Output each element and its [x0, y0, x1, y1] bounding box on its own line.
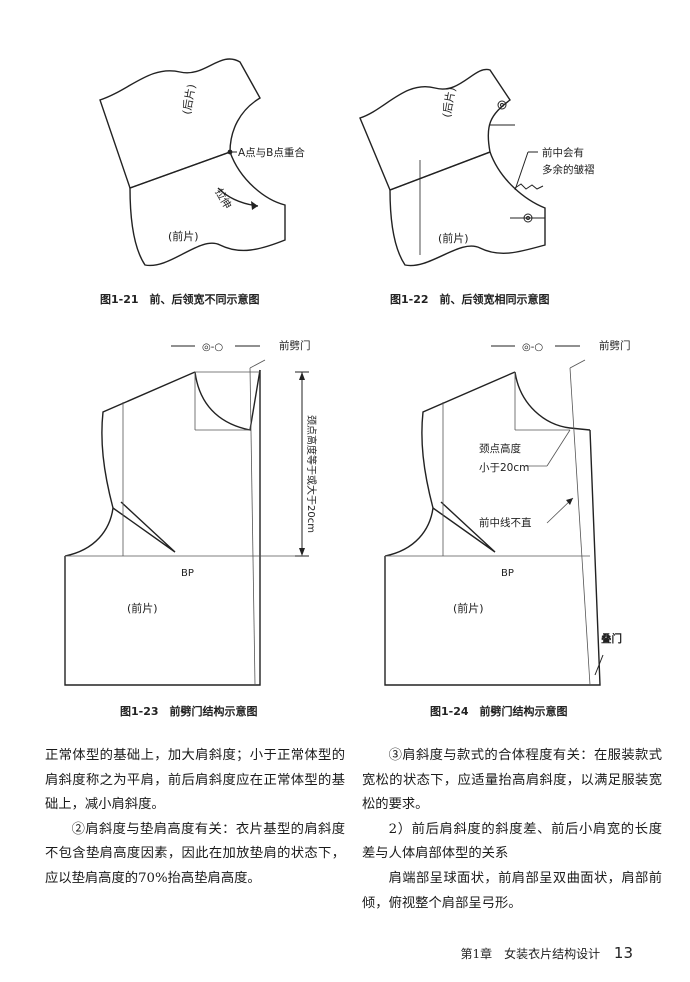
fig21-front-label: (前片) [168, 229, 199, 243]
figure-1-24-caption: 图1-24 前劈门结构示意图 [430, 705, 568, 718]
fig22-front-label: (前片) [438, 231, 469, 245]
left-paragraph-2: ②肩斜度与垫肩高度有关：衣片基型的肩斜度不包含垫肩高度因素，因此在加放垫肩的状态… [45, 821, 345, 886]
fig24-height-label-line2: 小于20cm [479, 462, 529, 474]
fig22-annotation-line2: 多余的皱褶 [542, 163, 595, 176]
fig22-annotation-line1: 前中会有 [542, 146, 584, 159]
fig23-mark-symbol: ◎-○ [202, 342, 223, 353]
fig24-top-label: 前劈门 [599, 339, 631, 352]
page-footer: 第1章 女装衣片结构设计 13 [460, 944, 633, 962]
fig24-front-label: (前片) [453, 601, 484, 615]
figure-1-23: ◎-○ 前劈门 颈点高度等于或大于20cm BP (前片) [55, 330, 325, 690]
figure-1-21-caption: 图1-21 前、后领宽不同示意图 [100, 293, 260, 306]
fig24-mark-symbol: ◎-○ [522, 342, 543, 353]
fig22-back-label: (后片) [440, 86, 458, 118]
fig24-overlap-label: 叠门 [601, 632, 622, 645]
right-paragraph-3: 肩端部呈球面状，前肩部呈双曲面状，肩部前倾，俯视整个肩部呈弓形。 [362, 870, 662, 911]
text-column-left: 正常体型的基础上，加大肩斜度；小于正常体型的肩斜度称之为平肩，前后肩斜度应在正常… [45, 744, 345, 892]
figure-1-23-drawing: ◎-○ 前劈门 颈点高度等于或大于20cm BP (前片) [64, 339, 318, 686]
fig24-bp-label: BP [501, 568, 514, 579]
chapter-title: 第1章 女装衣片结构设计 [460, 947, 601, 961]
figure-1-22-caption: 图1-22 前、后领宽相同示意图 [390, 293, 550, 306]
right-paragraph-2: 2）前后肩斜度的斜度差、前后小肩宽的长度差与人体肩部体型的关系 [362, 821, 662, 862]
figure-1-23-caption: 图1-23 前劈门结构示意图 [120, 705, 258, 718]
figure-1-22-drawing: (后片) (前片) 前中会有 多余的皱褶 [359, 68, 595, 267]
fig23-vertical-label: 颈点高度等于或大于20cm [305, 415, 318, 533]
fig23-bp-label: BP [181, 568, 194, 579]
left-paragraph-1: 正常体型的基础上，加大肩斜度；小于正常体型的肩斜度称之为平肩，前后肩斜度应在正常… [45, 748, 345, 813]
fig24-height-label-line1: 颈点高度 [479, 442, 521, 455]
fig24-center-line-label: 前中线不直 [479, 516, 532, 529]
fig21-annotation: A点与B点重合 [238, 146, 305, 159]
figure-1-22: (后片) (前片) 前中会有 多余的皱褶 [350, 40, 630, 280]
fig23-top-label: 前劈门 [279, 339, 311, 352]
figure-1-24: ◎-○ 前劈门 颈点高度 小于20cm 前中线不直 BP (前片) 叠门 [375, 330, 640, 690]
text-column-right: ③肩斜度与款式的合体程度有关：在服装款式宽松的状态下，应适量抬高肩斜度，以满足服… [362, 744, 662, 916]
page-number: 13 [613, 944, 633, 962]
fig21-back-label: (后片) [180, 83, 198, 115]
figure-1-21: (后片) (前片) A点与B点重合 拉伸 [90, 40, 330, 280]
fig23-front-label: (前片) [127, 601, 158, 615]
figure-1-24-drawing: ◎-○ 前劈门 颈点高度 小于20cm 前中线不直 BP (前片) 叠门 [384, 339, 631, 686]
fig21-stretch-label: 拉伸 [212, 186, 234, 211]
figure-1-21-drawing: (后片) (前片) A点与B点重合 拉伸 [99, 58, 305, 267]
right-paragraph-1: ③肩斜度与款式的合体程度有关：在服装款式宽松的状态下，应适量抬高肩斜度，以满足服… [362, 748, 662, 813]
